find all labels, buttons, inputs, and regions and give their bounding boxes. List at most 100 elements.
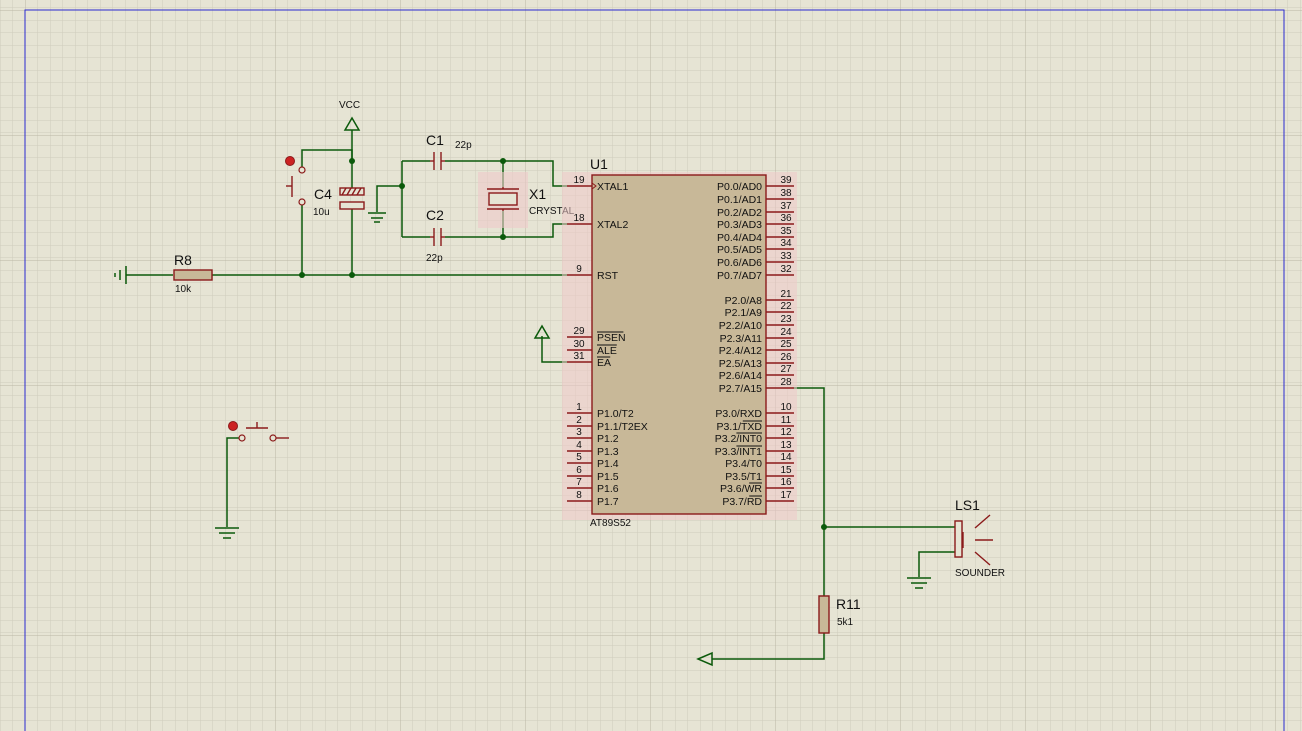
pin-number: 12 — [780, 427, 792, 438]
pin-name: P0.4/AD4 — [717, 232, 762, 244]
pin-number: 3 — [576, 427, 582, 438]
pin-name: P3.7/RD — [722, 496, 762, 508]
chip-ref: U1 — [590, 156, 608, 172]
pin-name: P1.6 — [597, 483, 619, 495]
c2-ref: C2 — [426, 207, 444, 223]
pin-name: P1.5 — [597, 471, 619, 483]
pin-number: 28 — [780, 377, 792, 388]
pin-number: 14 — [780, 452, 792, 463]
pin-name: P2.1/A9 — [725, 307, 763, 319]
pin-1[interactable]: 1P1.0/T2 — [567, 402, 634, 420]
resistor-r8[interactable]: R8 10k — [173, 252, 213, 295]
pin-7[interactable]: 7P1.6 — [567, 477, 619, 495]
pin-number: 2 — [576, 415, 582, 426]
vcc-terminal-icon[interactable]: VCC — [339, 100, 361, 131]
pin-name: RST — [597, 270, 619, 282]
wires — [126, 130, 958, 660]
pin-3[interactable]: 3P1.2 — [567, 427, 619, 445]
ea-power-terminal-icon[interactable] — [533, 324, 551, 339]
pin-name: P2.2/A10 — [719, 320, 762, 332]
junctions — [299, 158, 827, 530]
pin-name: P3.6/WR — [720, 483, 762, 495]
r8-ref: R8 — [174, 252, 192, 268]
pin-number: 7 — [576, 477, 582, 488]
pin-name: P0.3/AD3 — [717, 219, 762, 231]
pin-2[interactable]: 2P1.1/T2EX — [567, 415, 648, 433]
chip-body — [591, 174, 767, 515]
pin-name: P0.7/AD7 — [717, 270, 762, 282]
sheet-border — [24, 9, 1285, 731]
ground-left-icon — [114, 266, 127, 284]
pin-6[interactable]: 6P1.5 — [567, 465, 619, 483]
c2-value: 22p — [426, 253, 443, 264]
pin-number: 33 — [780, 251, 792, 262]
pushbutton-2[interactable] — [228, 421, 290, 442]
c1-ref: C1 — [426, 132, 444, 148]
pin-name: P3.3/INT1 — [715, 446, 762, 458]
pin-4[interactable]: 4P1.3 — [567, 440, 619, 458]
resistor-r11[interactable]: R11 5k1 — [818, 595, 861, 634]
pin-name: P2.5/A13 — [719, 358, 762, 370]
x1-ref: X1 — [529, 186, 546, 202]
c1-value: 22p — [455, 140, 472, 151]
capacitor-c1[interactable]: C1 22p — [426, 132, 472, 170]
pin-number: 26 — [780, 352, 792, 363]
pin-5[interactable]: 5P1.4 — [567, 452, 619, 470]
x1-value: CRYSTAL — [529, 206, 575, 217]
pin-name: P0.5/AD5 — [717, 244, 762, 256]
pin-number: 21 — [780, 289, 792, 300]
r8-value: 10k — [175, 284, 192, 295]
capacitor-c2[interactable]: C2 22p — [426, 207, 445, 264]
pin-name: P1.3 — [597, 446, 619, 458]
r11-ref: R11 — [836, 596, 861, 612]
ground-sounder-icon — [907, 577, 931, 589]
vcc-label: VCC — [339, 100, 360, 111]
output-terminal-icon[interactable] — [696, 651, 713, 667]
pin-name: P3.4/T0 — [725, 458, 762, 470]
pin-number: 31 — [573, 351, 585, 362]
pin-number: 22 — [780, 301, 792, 312]
pin-number: 34 — [780, 238, 792, 249]
pin-number: 15 — [780, 465, 792, 476]
pin-name: PSEN — [597, 332, 626, 344]
capacitor-c4[interactable]: C4 10u — [313, 186, 365, 218]
reset-pushbutton[interactable] — [285, 156, 306, 206]
pin-name: P0.2/AD2 — [717, 207, 762, 219]
pin-8[interactable]: 8P1.7 — [567, 490, 619, 508]
crystal-x1[interactable]: X1 CRYSTAL — [478, 172, 575, 228]
sounder-ls1[interactable]: LS1 SOUNDER — [954, 497, 1005, 579]
microcontroller-u1[interactable]: U1 AT89S52 19XTAL118XTAL29RST29PSEN30ALE… — [562, 156, 797, 529]
